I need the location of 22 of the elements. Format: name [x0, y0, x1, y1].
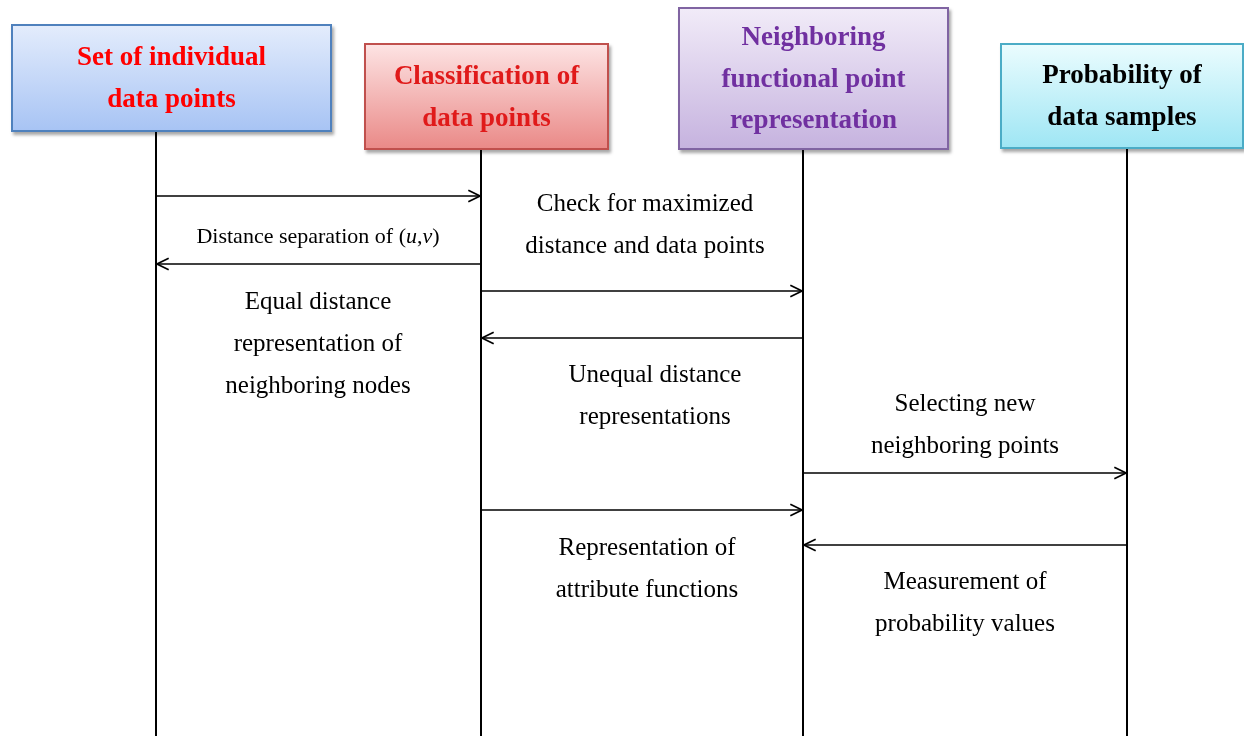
- participant-box: Set of individual data points: [11, 24, 332, 132]
- message-label: Equal distance representation of neighboring nodes: [224, 286, 412, 400]
- lifeline: [155, 132, 157, 736]
- arrow: [156, 257, 481, 271]
- participant-box: Neighboring functional point representation: [678, 7, 949, 150]
- arrow: [481, 503, 803, 517]
- arrow: [803, 466, 1127, 480]
- message-label: Selecting new neighboring points: [869, 388, 1061, 460]
- participant-box: Probability of data samples: [1000, 43, 1244, 149]
- arrow: [156, 189, 481, 203]
- arrow: [481, 331, 803, 345]
- message-label: Unequal distance representations: [567, 359, 743, 431]
- lifeline: [1126, 149, 1128, 736]
- message-label: Measurement of probability values: [874, 566, 1056, 638]
- lifeline: [480, 150, 482, 736]
- lifeline: [802, 150, 804, 736]
- message-label: Distance separation of (u,v): [195, 222, 441, 250]
- message-label: Representation of attribute functions: [554, 532, 740, 604]
- message-label: Check for maximized distance and data points: [524, 188, 766, 260]
- arrow: [803, 538, 1127, 552]
- arrow: [481, 284, 803, 298]
- participant-box: Classification of data points: [364, 43, 609, 150]
